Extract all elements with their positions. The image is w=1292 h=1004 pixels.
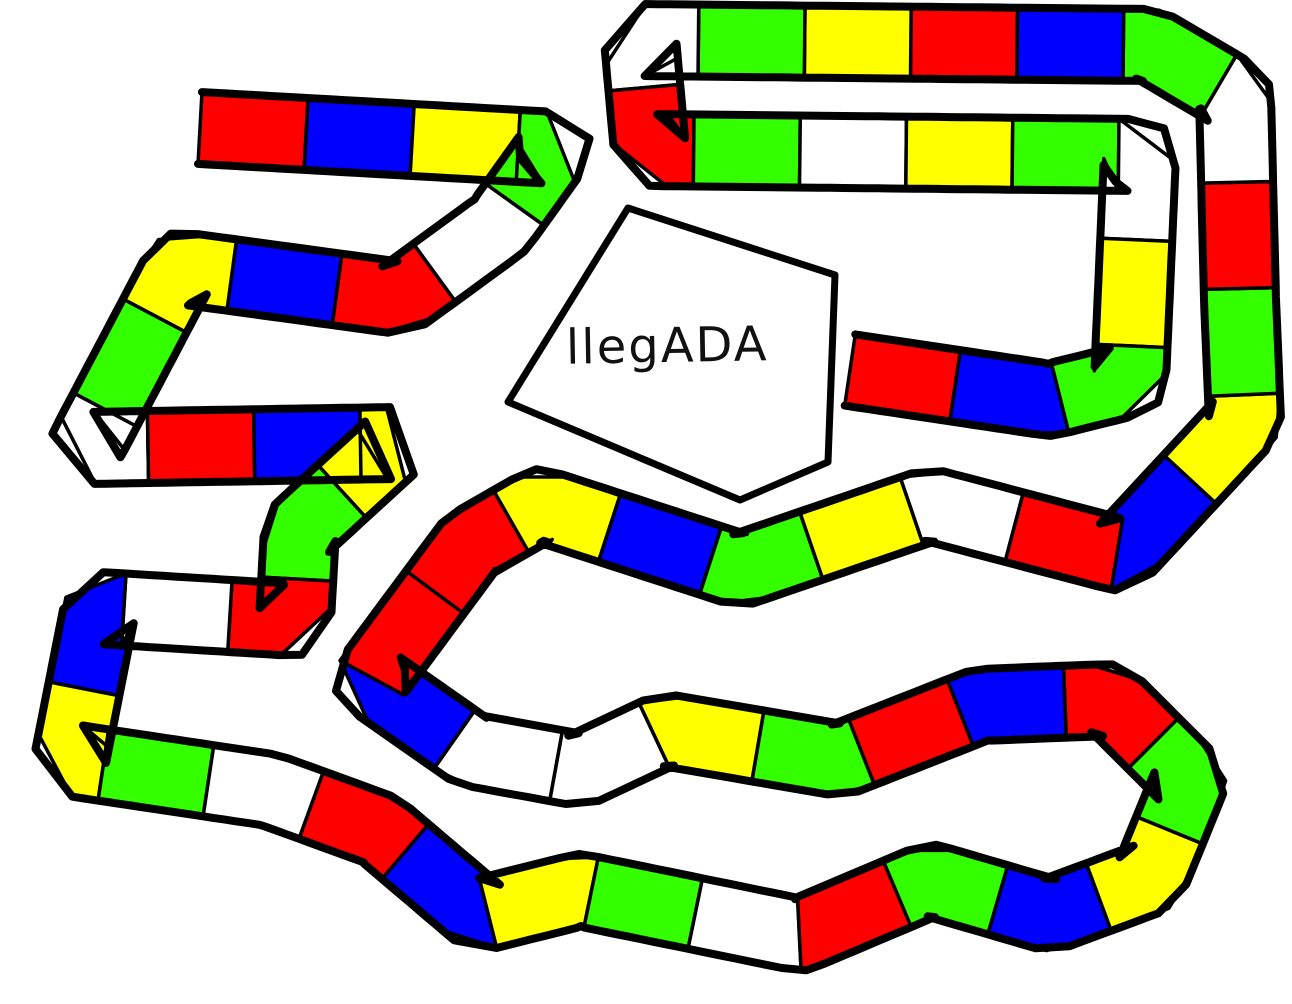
board-tile-white [800, 116, 907, 189]
board-tile-yellow [1096, 238, 1173, 347]
board-path [38, 4, 1280, 971]
board-tile-white [122, 574, 233, 652]
board-tile-green [693, 114, 800, 187]
board-tile-blue [304, 98, 414, 176]
board-tile-red [147, 409, 254, 483]
goal-label: llegADA [566, 316, 769, 376]
board-tile-red [911, 7, 1018, 80]
board-tile-green [698, 5, 805, 78]
board-tile-red [1201, 181, 1276, 289]
board-tile-yellow [906, 117, 1013, 190]
board-tile-yellow [804, 6, 911, 79]
board-tile-green [1204, 288, 1280, 397]
board-tile-blue [1017, 8, 1124, 81]
board-tile-red [198, 92, 308, 170]
